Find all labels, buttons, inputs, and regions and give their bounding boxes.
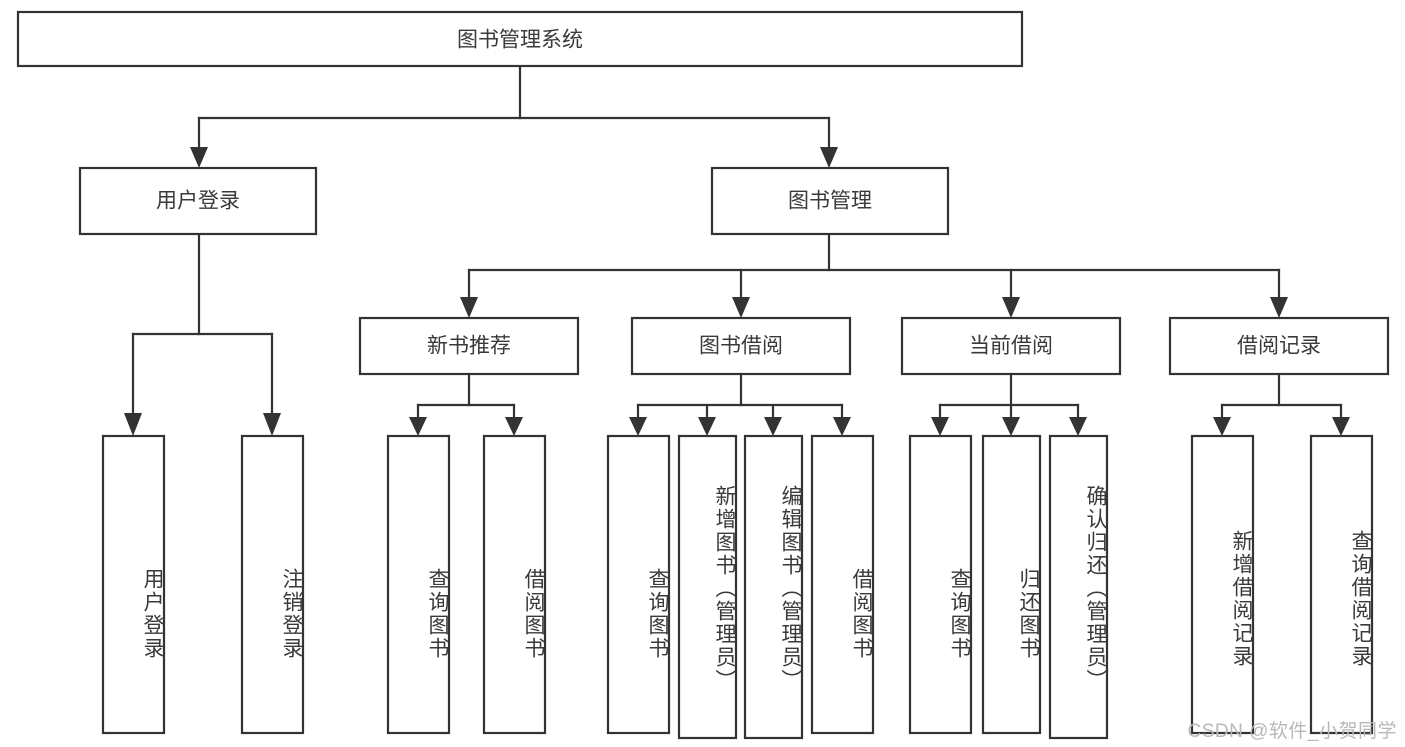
node-root[interactable]: 图书管理系统 <box>16 10 1024 68</box>
node-new-book-recommend-label: 新书推荐 <box>427 335 511 358</box>
node-leaf-query-book-borrow-box[interactable] <box>606 434 671 735</box>
node-leaf-borrow-book-recommend-box[interactable] <box>482 434 547 735</box>
node-leaf-user-login-box[interactable] <box>101 434 166 735</box>
arrowhead-book-manage <box>820 147 838 168</box>
node-borrow-record-label: 借阅记录 <box>1237 335 1321 358</box>
node-current-borrow[interactable]: 当前借阅 <box>900 316 1122 376</box>
node-user-login[interactable]: 用户登录 <box>78 166 318 236</box>
node-leaf-query-borrow-record-box[interactable] <box>1309 434 1374 735</box>
connector-layer <box>124 64 1350 436</box>
arrowhead-leaf-confirm-return-admin <box>1069 417 1087 436</box>
node-leaf-logout-box[interactable] <box>240 434 305 735</box>
arrowhead-leaf-add-book-admin <box>698 417 716 436</box>
node-leaf-borrow-book-borrow-box[interactable] <box>810 434 875 735</box>
node-borrow-record[interactable]: 借阅记录 <box>1168 316 1390 376</box>
arrowhead-borrow-record <box>1270 297 1288 318</box>
node-leaf-add-book-admin-box[interactable] <box>677 434 738 740</box>
arrowhead-leaf-user-login <box>124 413 142 436</box>
arrowhead-book-borrow <box>732 297 750 318</box>
node-book-manage-label: 图书管理 <box>788 190 872 213</box>
arrowhead-new-book-recommend <box>460 297 478 318</box>
node-leaf-query-book-current-box[interactable] <box>908 434 973 735</box>
node-new-book-recommend[interactable]: 新书推荐 <box>358 316 580 376</box>
arrowhead-leaf-borrow-book-recommend <box>505 417 523 436</box>
node-leaf-add-borrow-record-box[interactable] <box>1190 434 1255 735</box>
node-book-manage-box[interactable] <box>710 166 950 236</box>
node-root-box[interactable] <box>16 10 1024 68</box>
arrowhead-leaf-query-book-borrow <box>629 417 647 436</box>
node-user-login-label: 用户登录 <box>156 190 240 213</box>
arrowhead-leaf-query-book-current <box>931 417 949 436</box>
node-new-book-recommend-box[interactable] <box>358 316 580 376</box>
watermark-text: CSDN @软件_小贺同学 <box>1187 721 1397 742</box>
arrowhead-leaf-edit-book-admin <box>764 417 782 436</box>
node-layer: 图书管理系统 用户登录 图书管理 新书推荐 图书借阅 <box>16 10 1390 740</box>
arrowhead-user-login <box>190 147 208 168</box>
node-leaf-return-book-box[interactable] <box>981 434 1042 735</box>
arrowhead-leaf-borrow-book-borrow <box>833 417 851 436</box>
node-current-borrow-box[interactable] <box>900 316 1122 376</box>
arrowhead-leaf-query-borrow-record <box>1332 417 1350 436</box>
node-book-borrow-box[interactable] <box>630 316 852 376</box>
arrowhead-leaf-add-borrow-record <box>1213 417 1231 436</box>
node-book-borrow-label: 图书借阅 <box>699 335 783 358</box>
node-leaf-query-book-recommend-box[interactable] <box>386 434 451 735</box>
node-leaf-edit-book-admin-box[interactable] <box>743 434 804 740</box>
node-root-label: 图书管理系统 <box>457 29 583 52</box>
node-user-login-box[interactable] <box>78 166 318 236</box>
node-leaf-confirm-return-admin-box[interactable] <box>1048 434 1109 740</box>
node-book-manage[interactable]: 图书管理 <box>710 166 950 236</box>
arrowhead-current-borrow <box>1002 297 1020 318</box>
node-book-borrow[interactable]: 图书借阅 <box>630 316 852 376</box>
arrowhead-leaf-query-book-recommend <box>409 417 427 436</box>
node-borrow-record-box[interactable] <box>1168 316 1390 376</box>
arrowhead-leaf-return-book <box>1002 417 1020 436</box>
arrowhead-leaf-logout <box>263 413 281 436</box>
node-current-borrow-label: 当前借阅 <box>969 335 1053 358</box>
